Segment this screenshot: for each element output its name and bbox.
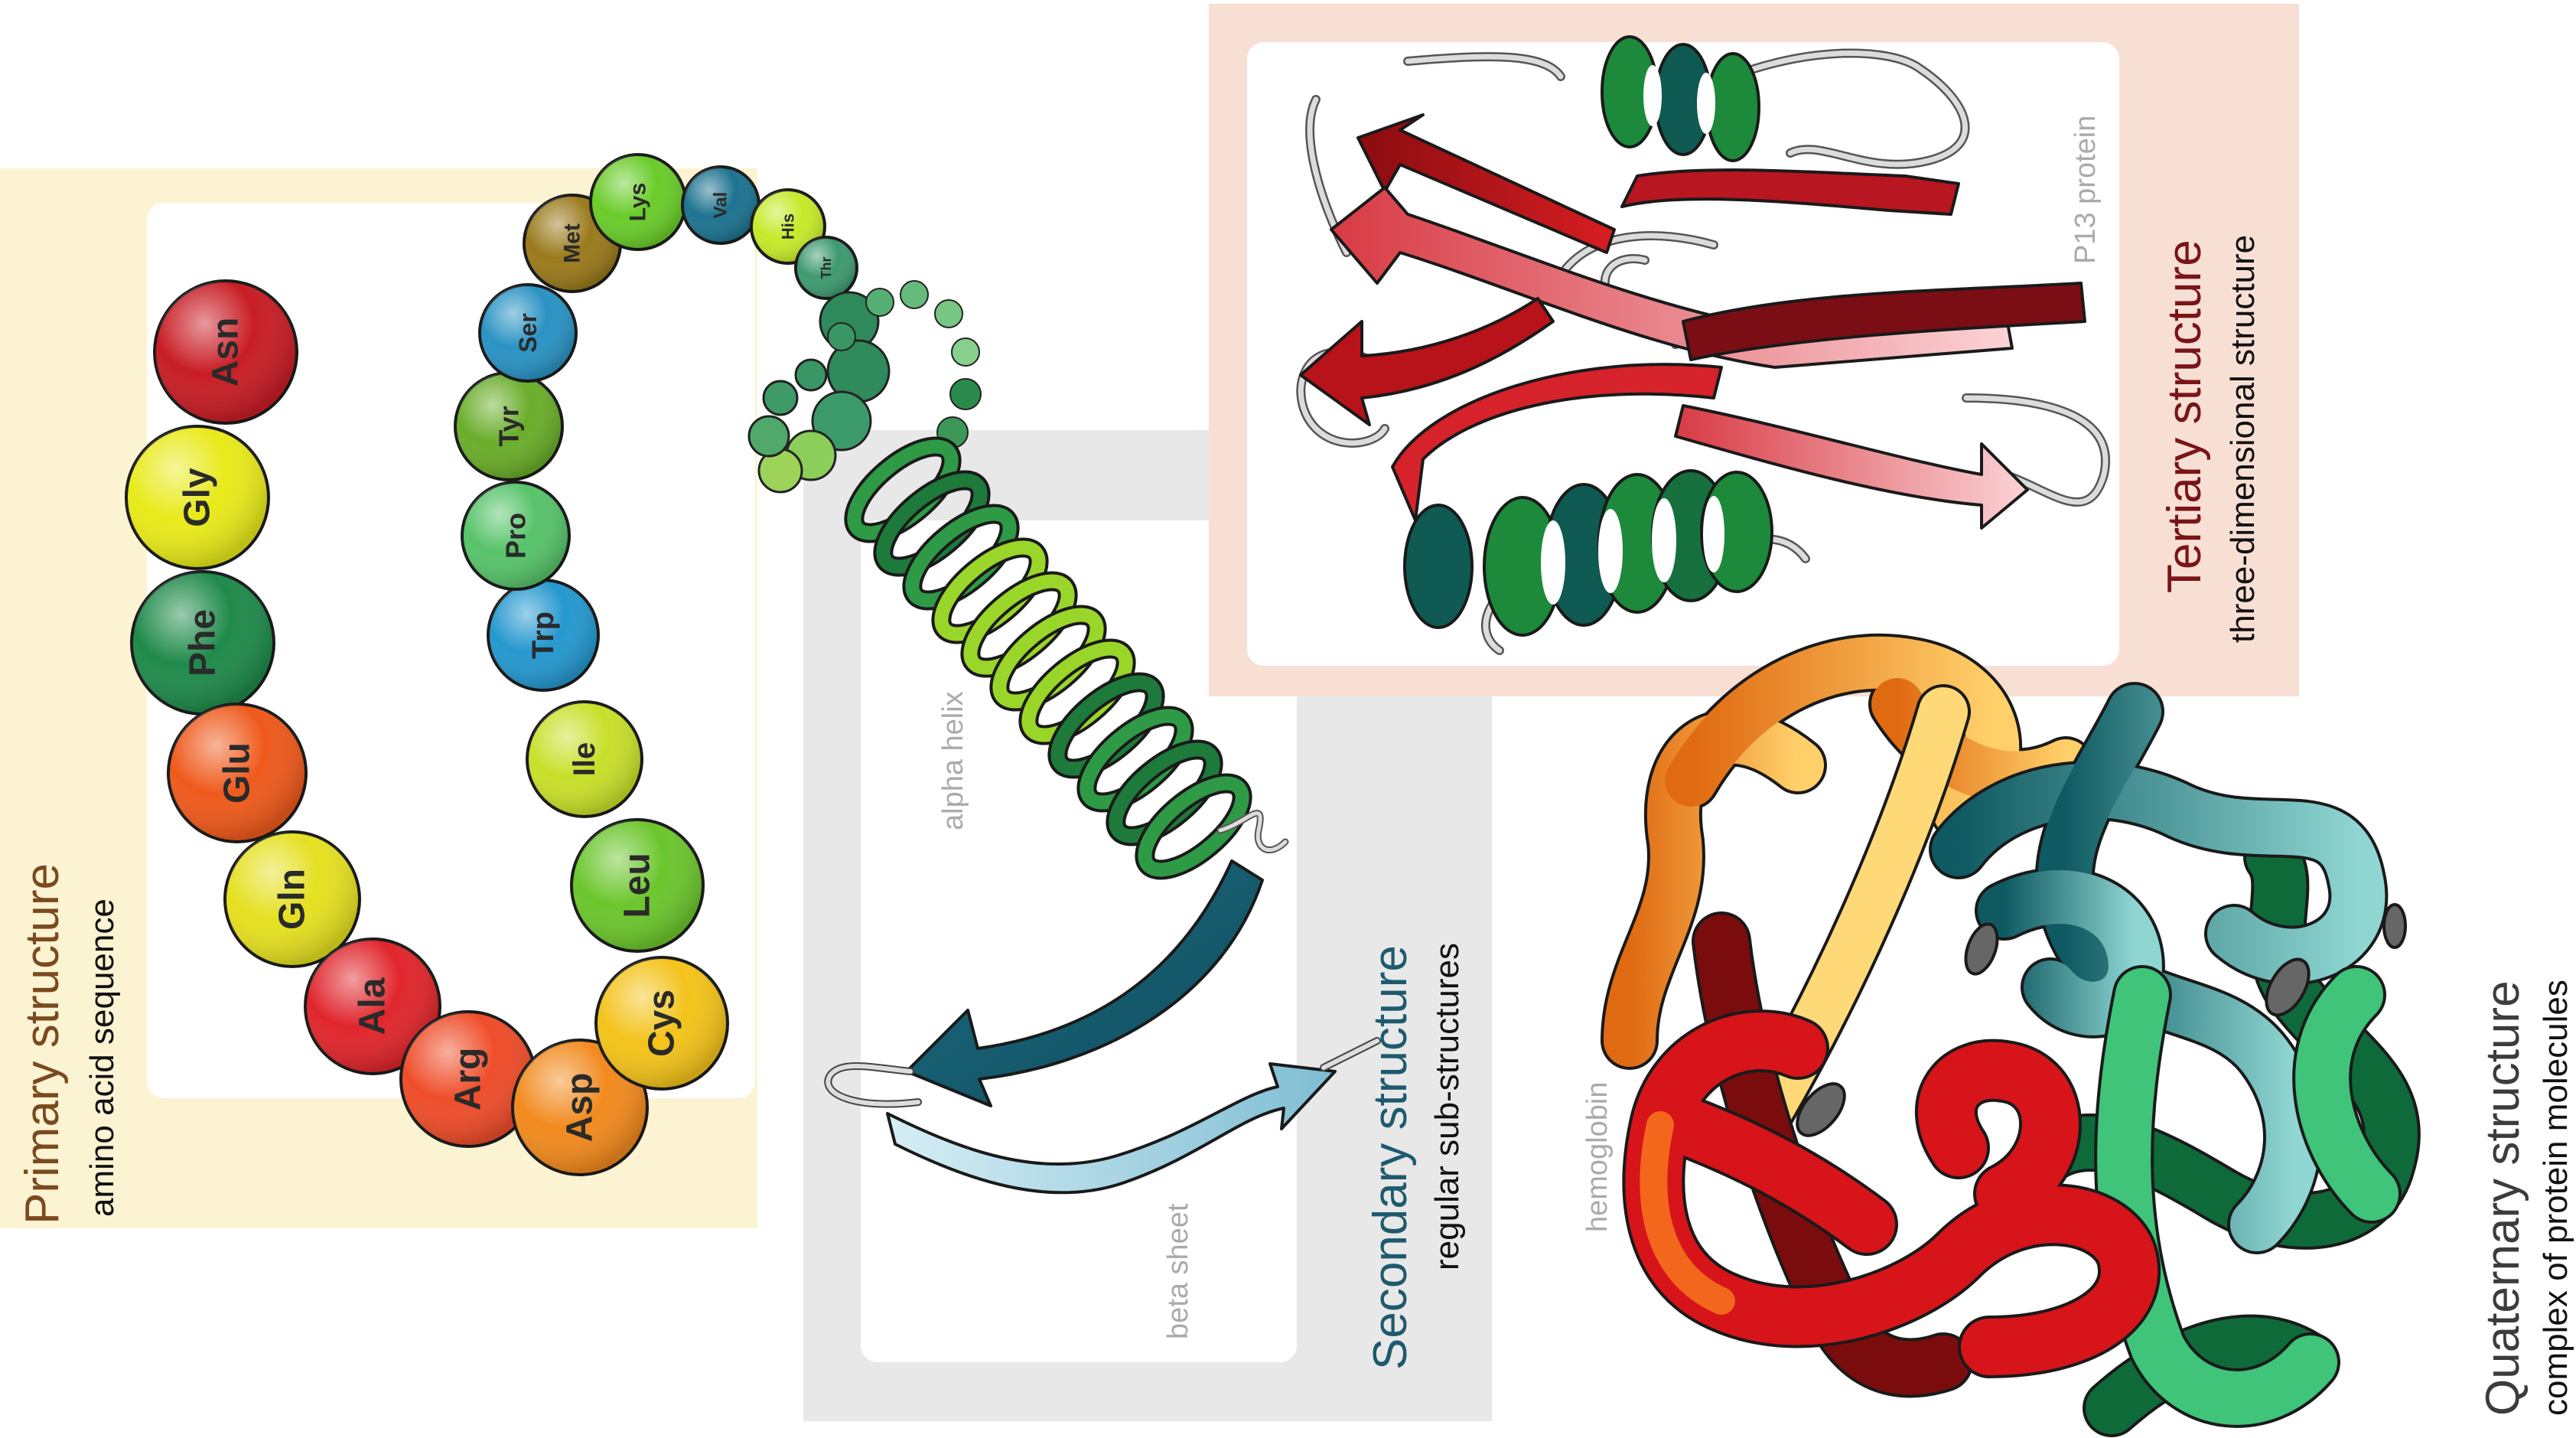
amino-acid-lys: Lys — [589, 153, 687, 251]
quaternary-subtitle: complex of protein molecules — [2537, 980, 2574, 1416]
amino-acid-label: Val — [711, 192, 731, 219]
amino-acid-asp: Asp — [511, 1039, 649, 1176]
amino-acid-asn: Asn — [153, 279, 298, 425]
amino-acid-label: Arg — [448, 1048, 489, 1111]
amino-acid-ser: Ser — [478, 283, 578, 383]
chain-to-helix-beads — [747, 280, 982, 494]
amino-acid-cys: Cys — [594, 956, 729, 1091]
beta-sheet-graphic — [824, 859, 1381, 1195]
secondary-title: Secondary structure — [1364, 945, 1417, 1370]
amino-acid-label: Met — [560, 223, 585, 263]
beta-sheet-label: beta sheet — [1162, 1203, 1194, 1339]
p13-protein-label: P13 protein — [2070, 116, 2102, 264]
primary-title: Primary structure — [16, 863, 69, 1224]
secondary-labels: alpha helix beta sheet Secondary structu… — [937, 691, 1466, 1370]
amino-acid-pro: Pro — [461, 481, 571, 591]
amino-acid-label: Phe — [183, 609, 223, 677]
quaternary-title: Quaternary structure — [2477, 980, 2529, 1416]
amino-acid-label: Leu — [617, 853, 658, 918]
amino-acid-glu: Glu — [167, 703, 308, 843]
tertiary-subtitle: three-dimensional structure — [2224, 235, 2262, 643]
hemoglobin-graphic — [1601, 633, 2421, 1437]
p13-bottom-helix — [1403, 469, 1773, 637]
amino-acid-gly: Gly — [125, 425, 270, 570]
p13-protein-graphic — [1296, 35, 2110, 655]
amino-acid-label: His — [779, 214, 798, 240]
amino-acid-label: Ser — [514, 313, 542, 353]
amino-acid-label: Asp — [560, 1073, 601, 1143]
amino-acid-val: Val — [681, 165, 760, 245]
amino-acid-tyr: Tyr — [454, 371, 564, 481]
amino-acid-arg: Arg — [399, 1010, 537, 1148]
amino-acid-phe: Phe — [130, 570, 275, 716]
amino-acid-label: Trp — [526, 611, 560, 659]
primary-labels: Primary structure amino acid sequence — [16, 863, 121, 1224]
primary-subtitle: amino acid sequence — [83, 898, 121, 1217]
amino-acid-label: Pro — [500, 513, 532, 559]
alpha-helix-graphic — [844, 436, 1289, 880]
amino-acid-label: Cys — [642, 990, 682, 1057]
amino-acid-label: Glu — [217, 742, 258, 804]
amino-acid-label: Ala — [353, 977, 393, 1035]
amino-acid-trp: Trp — [487, 579, 600, 692]
amino-acid-leu: Leu — [570, 818, 705, 953]
tertiary-title: Tertiary structure — [2158, 240, 2211, 593]
quaternary-labels: hemoglobin Quaternary structure complex … — [1581, 980, 2574, 1416]
secondary-subtitle: regular sub-structures — [1428, 943, 1466, 1270]
alpha-helix-label: alpha helix — [937, 691, 969, 830]
amino-acid-label: Thr — [819, 257, 834, 279]
helix-turn — [1138, 776, 1249, 877]
hemoglobin-label: hemoglobin — [1581, 1082, 1614, 1232]
p13-top-helix — [1601, 35, 1760, 162]
amino-acid-label: Asn — [206, 318, 246, 387]
amino-acid-label: Lys — [626, 183, 651, 222]
amino-acid-label: Gln — [272, 869, 313, 930]
tertiary-labels: P13 protein Tertiary structure three-dim… — [2070, 116, 2262, 643]
amino-acid-thr: Thr — [794, 236, 858, 300]
amino-acid-label: Ile — [568, 742, 601, 776]
amino-acid-ile: Ile — [526, 700, 643, 818]
amino-acid-label: Gly — [177, 468, 218, 527]
amino-acid-label: Tyr — [493, 406, 525, 446]
amino-acid-ala: Ala — [304, 937, 441, 1075]
amino-acid-gln: Gln — [223, 830, 361, 968]
